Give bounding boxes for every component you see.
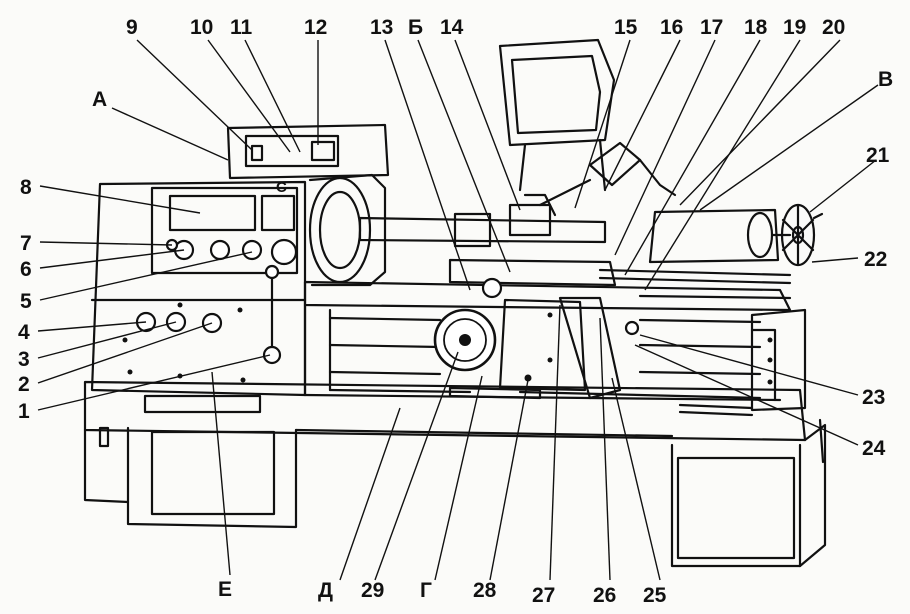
callout-10: 10 <box>190 16 213 39</box>
letter-e: Е <box>218 578 232 601</box>
lead-screw <box>598 268 792 300</box>
callout-25: 25 <box>643 584 667 607</box>
callout-16: 16 <box>660 16 683 39</box>
work-lamp <box>538 141 677 207</box>
callout-9: 9 <box>126 16 138 39</box>
lathe-bed <box>303 280 792 402</box>
workpiece <box>358 212 607 248</box>
letter-g: Г <box>420 579 432 602</box>
callout-numbers: 1 2 3 4 5 6 7 8 9 10 11 12 13 14 15 16 1… <box>18 16 890 607</box>
callout-18: 18 <box>744 16 768 39</box>
letter-d: Д <box>318 579 333 602</box>
control-knobs <box>135 238 640 365</box>
carriage-handwheel <box>433 308 497 372</box>
chip-tray <box>294 428 674 438</box>
callout-15: 15 <box>614 16 638 39</box>
assembly-letters: А Б В Г Д Е <box>92 16 893 602</box>
callout-6: 6 <box>20 258 32 281</box>
tailstock <box>648 208 792 264</box>
callout-11: 11 <box>230 16 253 39</box>
headstock <box>90 180 307 397</box>
callout-4: 4 <box>18 321 30 344</box>
callout-3: 3 <box>18 348 30 371</box>
callout-19: 19 <box>783 16 806 39</box>
callout-17: 17 <box>700 16 723 39</box>
callout-20: 20 <box>822 16 845 39</box>
fastener-dots <box>122 302 773 385</box>
protective-shield <box>498 38 616 192</box>
letter-v: В <box>878 68 893 91</box>
callout-24: 24 <box>862 437 886 460</box>
callout-1: 1 <box>18 400 30 423</box>
callout-22: 22 <box>864 248 887 271</box>
leader-lines <box>37 39 879 581</box>
callout-2: 2 <box>18 373 30 396</box>
callout-8: 8 <box>20 176 32 199</box>
callout-7: 7 <box>20 232 32 255</box>
letter-a: А <box>92 88 107 111</box>
spindle-chuck <box>308 173 387 287</box>
callout-14: 14 <box>440 16 464 39</box>
panel-mark: С <box>276 179 287 196</box>
electrical-cabinet <box>226 123 390 180</box>
tool-post <box>508 193 557 237</box>
apron <box>448 258 622 400</box>
callout-29: 29 <box>361 579 384 602</box>
front-rail <box>678 403 754 410</box>
callout-26: 26 <box>593 584 616 607</box>
callout-5: 5 <box>20 290 32 313</box>
callout-23: 23 <box>862 386 885 409</box>
callout-21: 21 <box>866 144 890 167</box>
handwheel <box>780 203 824 267</box>
callout-28: 28 <box>473 579 497 602</box>
letter-b: Б <box>408 16 423 39</box>
end-bracket <box>750 308 807 412</box>
callout-13: 13 <box>370 16 393 39</box>
callout-27: 27 <box>532 584 555 607</box>
machine-base <box>83 380 827 568</box>
callout-12: 12 <box>304 16 327 39</box>
